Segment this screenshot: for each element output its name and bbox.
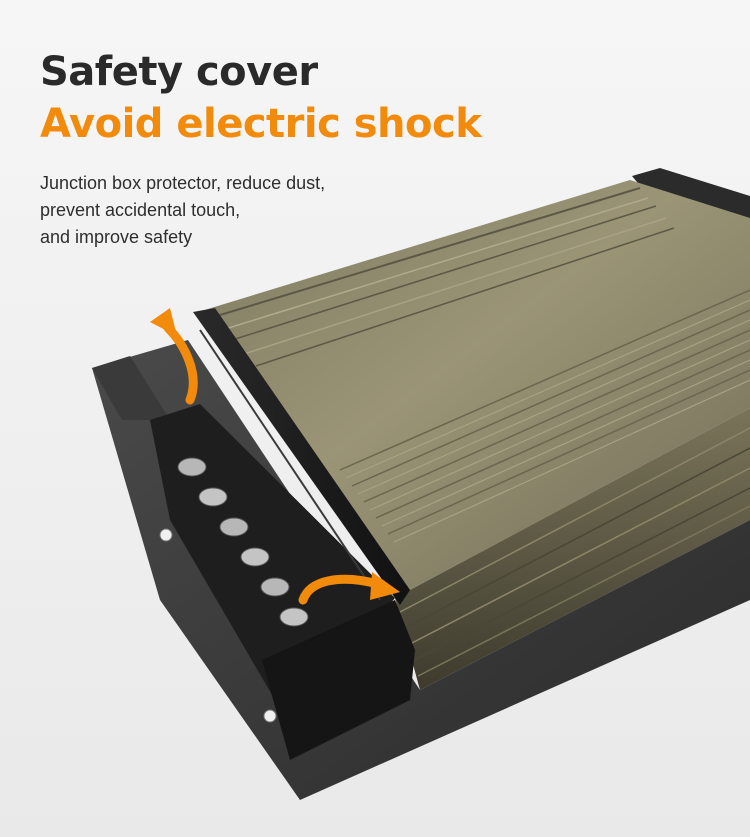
text-block: Safety cover Avoid electric shock Juncti… (40, 46, 640, 251)
casing-side (395, 408, 750, 690)
headline-title: Safety cover (40, 49, 318, 95)
terminal-block (150, 404, 395, 700)
base-plate (92, 340, 750, 800)
headline-subtitle: Avoid electric shock (40, 101, 482, 147)
terminal-screws (177, 457, 309, 627)
curved-arrow-up-icon (150, 308, 198, 405)
curved-arrow-right-icon (298, 572, 400, 605)
description-line: prevent accidental touch, (40, 200, 241, 220)
safety-cover (193, 308, 415, 760)
description-line: and improve safety (40, 227, 193, 247)
description: Junction box protector, reduce dust, pre… (40, 170, 640, 251)
description-line: Junction box protector, reduce dust, (40, 173, 326, 193)
